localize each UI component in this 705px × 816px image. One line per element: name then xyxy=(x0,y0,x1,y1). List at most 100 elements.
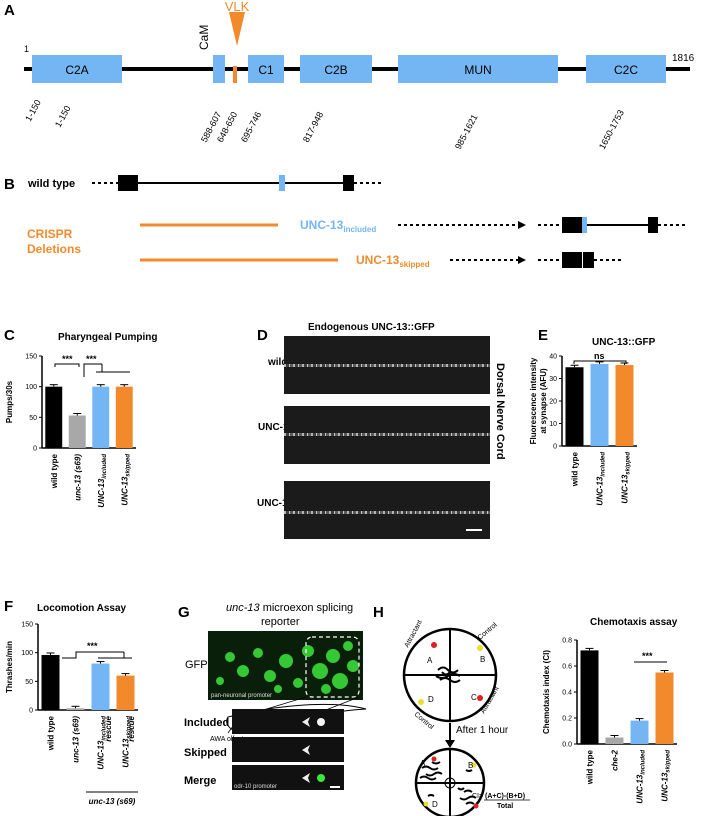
category-label: unc-13 (s69) xyxy=(72,716,81,763)
domain-c1 xyxy=(248,55,284,83)
protein-end-label: 1816 xyxy=(672,53,695,64)
after-label: After 1 hour xyxy=(456,725,509,736)
sig-label: *** xyxy=(642,651,653,661)
bar xyxy=(68,415,86,448)
panel-letter-c: C xyxy=(4,327,15,344)
panel-letter-e: E xyxy=(538,327,549,344)
domain-map: 1 1816 C2A C1 C2B MUN C2C VLK CaM 1-150 … xyxy=(23,0,695,151)
svg-text:(A+C)-(B+D): (A+C)-(B+D) xyxy=(485,793,525,800)
y-axis-label: at synapse (AFU) xyxy=(539,368,548,434)
y-axis-label: Pumps/30s xyxy=(5,380,14,423)
domain-vlk-microexon xyxy=(233,66,237,83)
category-label: UNC-13skipped xyxy=(621,452,632,504)
micrograph-wildtype xyxy=(284,336,490,394)
category-label: UNC-13skipped xyxy=(661,750,672,802)
y-tick-label: 0.0 xyxy=(562,742,572,749)
category-label: wild type xyxy=(586,749,595,785)
svg-text:CI=: CI= xyxy=(472,793,483,800)
category-label: UNC-13skipped xyxy=(120,454,131,506)
chemotaxis-schematic: A B C D Attractant Control Attractant Co… xyxy=(402,619,530,816)
range-c1-label: 695-746 xyxy=(239,110,263,144)
sig-bracket-2 xyxy=(83,363,130,377)
domain-c2a-label: C2A xyxy=(65,63,88,77)
panel-letter-f: F xyxy=(4,598,14,615)
y-tick-label: 30 xyxy=(549,376,557,383)
sig-label-2: *** xyxy=(86,354,97,364)
svg-text:C: C xyxy=(471,693,477,702)
domain-cam xyxy=(213,55,225,83)
panel-letter-a: A xyxy=(4,2,15,19)
bar xyxy=(565,367,584,446)
wildtype-label: wild type xyxy=(27,178,75,190)
domain-c2b-label: C2B xyxy=(324,63,347,77)
exon-1 xyxy=(118,175,138,191)
micrograph-title: Endogenous UNC-13::GFP xyxy=(308,322,435,333)
bar xyxy=(41,654,60,710)
gene-structure: wild type CRISPR Deletions UNC-13include… xyxy=(27,175,688,269)
y-tick-label: 10 xyxy=(549,421,557,428)
reporter-title-line2: reporter xyxy=(261,616,300,628)
bar xyxy=(605,737,624,744)
category-label: wild type xyxy=(50,453,59,489)
y-tick-label: 0.4 xyxy=(562,690,572,697)
category-label: UNC-13included xyxy=(97,716,108,770)
svg-text:D: D xyxy=(428,695,434,704)
svg-text:A: A xyxy=(420,759,426,768)
y-axis-label: Fluorescence intensity xyxy=(530,357,538,444)
vlk-label: VLK xyxy=(225,0,250,14)
category-label: UNC-13skipped xyxy=(122,716,133,768)
pan-neuronal-label: pan-neuronal promoter xyxy=(211,693,272,699)
bar xyxy=(580,650,599,744)
svg-text:D: D xyxy=(432,800,438,809)
category-label: UNC-13included xyxy=(636,750,647,804)
arrow-head-skipped xyxy=(518,256,526,264)
bar xyxy=(615,365,634,446)
domain-c2c xyxy=(586,55,666,83)
odr10-label: odr-10 promoter xyxy=(234,784,277,790)
deletions-label: Deletions xyxy=(27,242,81,256)
y-tick-label: 0 xyxy=(29,708,33,715)
y-tick-label: 50 xyxy=(29,415,37,422)
y-tick-label: 0.8 xyxy=(562,638,572,645)
range-mun-label: 985-1621 xyxy=(453,113,480,151)
bar xyxy=(92,386,110,448)
category-label: UNC-13included xyxy=(97,454,108,508)
y-tick-label: 20 xyxy=(549,399,557,406)
y-tick-label: 150 xyxy=(25,354,37,361)
svg-text:B: B xyxy=(468,761,473,770)
panel-letter-b: B xyxy=(4,176,15,193)
sig-bracket xyxy=(573,360,627,364)
domain-c2a xyxy=(32,55,122,83)
sig-label: *** xyxy=(87,641,98,651)
domain-mun-label: MUN xyxy=(464,63,491,77)
bar xyxy=(115,386,133,448)
domain-mun xyxy=(398,55,558,83)
y-tick-label: 100 xyxy=(21,650,33,657)
y-axis-label: Chemotaxis index (CI) xyxy=(542,650,551,734)
vlk-triangle-marker xyxy=(229,12,245,46)
bar xyxy=(655,672,674,744)
bar xyxy=(66,708,85,710)
chart-c-title: Pharyngeal Pumping xyxy=(58,332,158,343)
panel-letter-g: G xyxy=(178,604,190,621)
reporter-images: pan-neuronal promoter AWA olfactory neur… xyxy=(208,631,367,743)
y-axis-label: Thrashes/min xyxy=(5,641,14,693)
sig-label: ns xyxy=(594,351,605,361)
included-allele-label: UNC-13included xyxy=(300,218,376,234)
range-c2a: 1-150 xyxy=(23,98,43,123)
category-label: wild type xyxy=(47,715,56,751)
bar xyxy=(590,363,609,446)
y-tick-label: 40 xyxy=(549,354,557,361)
y-tick-label: 100 xyxy=(25,384,37,391)
chart-h-title: Chemotaxis assay xyxy=(590,617,678,628)
included-label: Included xyxy=(184,717,230,729)
reporter-title-line1: unc-13 microexon splicing xyxy=(226,602,354,614)
exon-2 xyxy=(343,175,354,191)
gfp-label: GFP xyxy=(185,659,208,671)
reporter-channel-images: odr-10 promoter xyxy=(232,709,344,790)
bar xyxy=(630,720,649,744)
y-tick-label: 0 xyxy=(553,444,557,451)
rescue-label-2: rescue xyxy=(127,715,136,741)
